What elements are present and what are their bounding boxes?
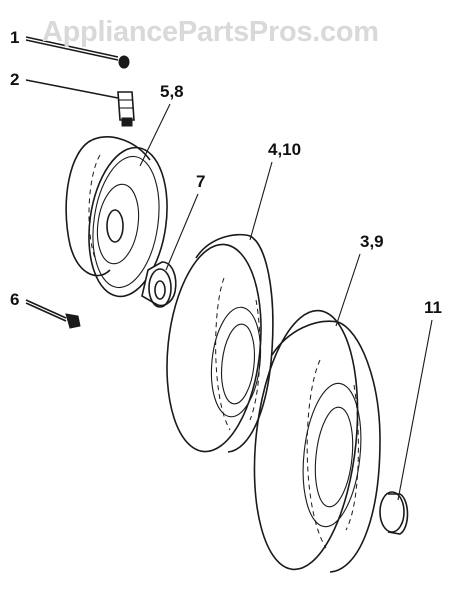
- leader-lines: [139, 103, 433, 501]
- callout-3-9: 3,9: [360, 232, 384, 251]
- part-6-screw: [25, 299, 81, 329]
- callout-2: 2: [10, 70, 20, 89]
- callout-7: 7: [196, 172, 206, 191]
- callout-1: 1: [10, 28, 20, 47]
- part-1-bolt: [25, 36, 130, 69]
- part-5-8-rim: [65, 136, 168, 298]
- part-11-hub-cap: [379, 491, 409, 535]
- callout-5-8: 5,8: [160, 82, 184, 101]
- part-4-10-tire: [166, 233, 274, 453]
- part-2-valve-stem: [25, 79, 135, 127]
- callout-6: 6: [10, 290, 20, 309]
- callout-4-10: 4,10: [268, 140, 302, 159]
- callout-11: 11: [424, 298, 442, 317]
- part-7-bushing: [141, 261, 177, 308]
- watermark-text: AppliancePartsPros.com: [42, 16, 379, 48]
- part-3-9-tire: [253, 309, 381, 573]
